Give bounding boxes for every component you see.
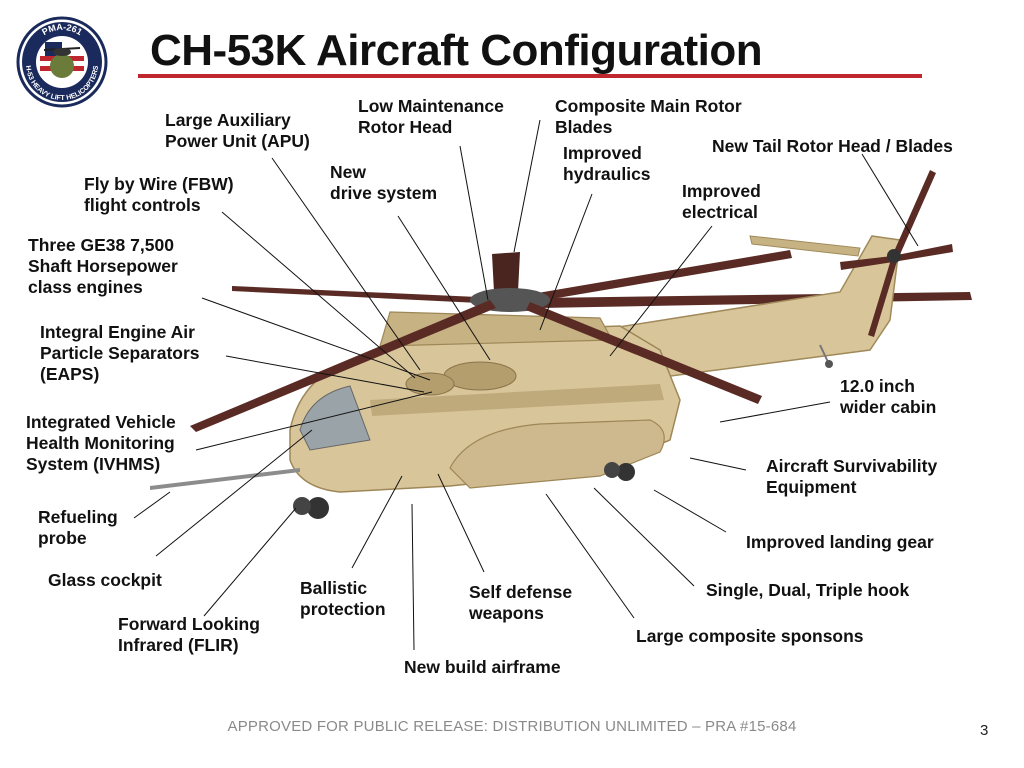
program-seal-logo: PMA-261 H-53 HEAVY LIFT HELICOPTERS: [16, 16, 108, 108]
tail-rotor: [840, 170, 953, 337]
rotor-head: [190, 252, 762, 432]
callout-landing-gear: Improved landing gear: [746, 532, 934, 552]
tail-section: [598, 235, 901, 381]
callout-fly-by-wire: Fly by Wire (FBW)flight controls: [84, 174, 234, 215]
callout-airframe: New build airframe: [404, 657, 561, 677]
callout-sponsons: Large composite sponsons: [636, 626, 864, 646]
callout-tail-rotor: New Tail Rotor Head / Blades: [712, 136, 953, 156]
page-number: 3: [980, 722, 989, 739]
svg-text:PMA-261: PMA-261: [40, 22, 84, 37]
fuselage: [150, 311, 681, 519]
release-footer: APPROVED FOR PUBLIC RELEASE: DISTRIBUTIO…: [227, 718, 797, 735]
leader-lines: [133, 119, 919, 651]
callout-glass-cockpit: Glass cockpit: [48, 570, 162, 590]
title-underline: [138, 74, 922, 78]
slide-title: CH-53K Aircraft Configuration: [150, 26, 763, 75]
seal-top-text: PMA-261: [40, 22, 84, 37]
callout-hook: Single, Dual, Triple hook: [706, 580, 910, 600]
